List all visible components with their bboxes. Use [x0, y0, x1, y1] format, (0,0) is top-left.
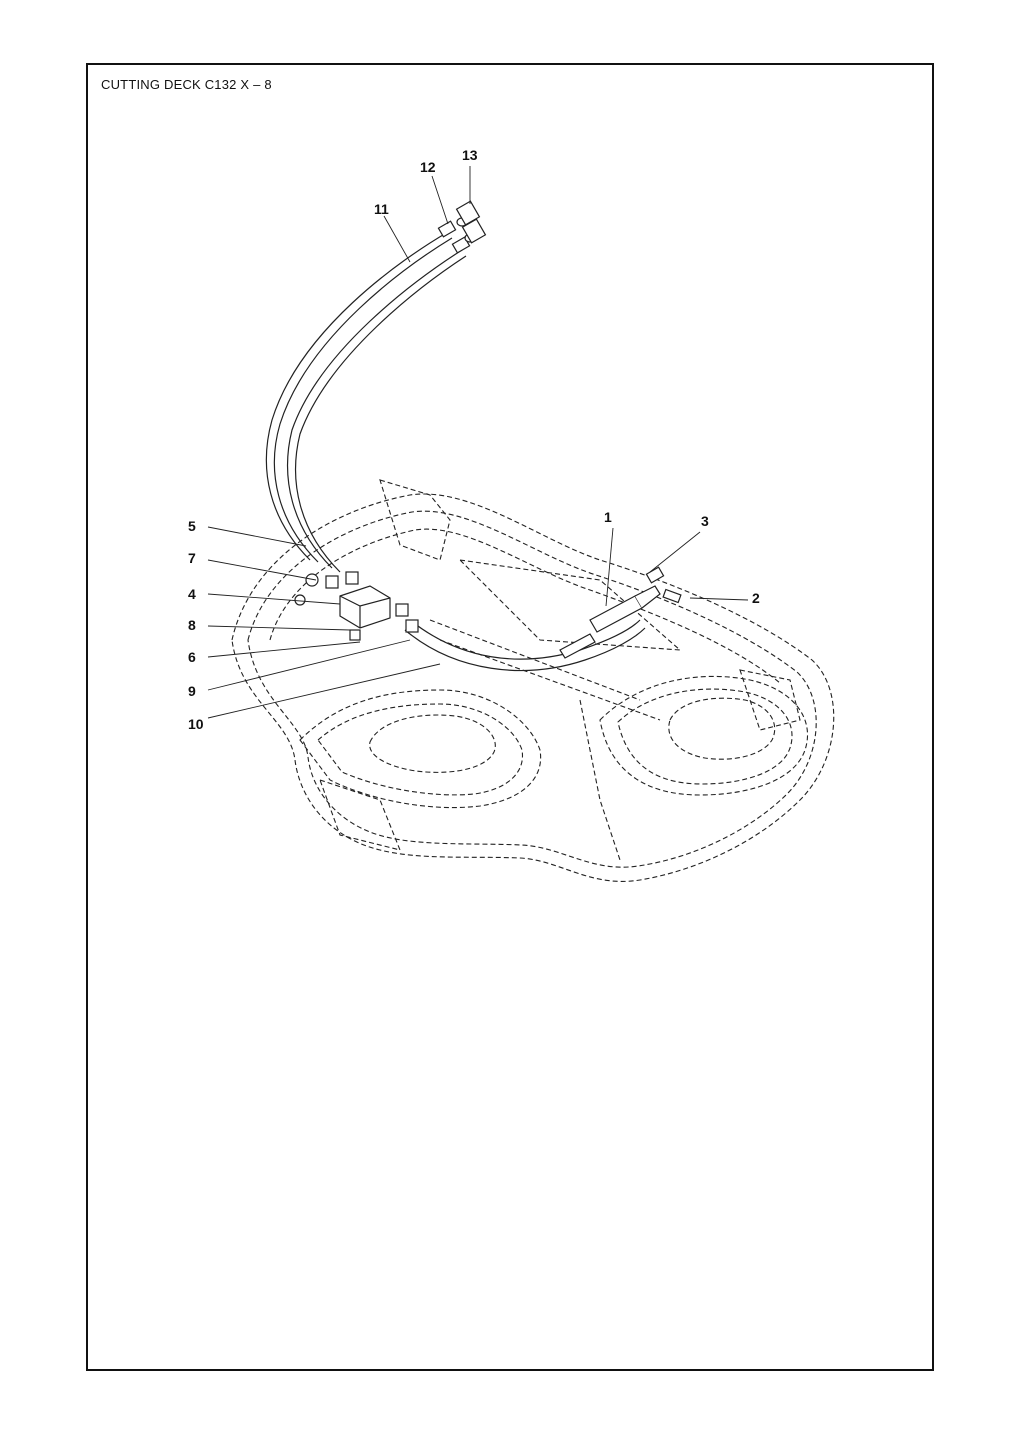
cutting-deck-outline: [231, 479, 835, 882]
callout-12: 12: [420, 159, 436, 175]
callout-13: 13: [462, 147, 478, 163]
hydraulic-hoses: [265, 231, 646, 672]
callout-5: 5: [188, 518, 196, 534]
leader-lines: [207, 166, 749, 719]
callout-10: 10: [188, 716, 204, 732]
drawing-title: CUTTING DECK C132 X – 8: [101, 77, 272, 92]
callout-6: 6: [188, 649, 196, 665]
callout-4: 4: [188, 586, 196, 602]
drawing-frame: [86, 63, 934, 1371]
callout-7: 7: [188, 550, 196, 566]
valve-block: [294, 571, 419, 641]
callout-2: 2: [752, 590, 760, 606]
callout-1: 1: [604, 509, 612, 525]
hose-end-fittings: [437, 200, 487, 254]
callout-11: 11: [374, 201, 389, 217]
hydraulic-cylinder: [559, 566, 682, 659]
callout-8: 8: [188, 617, 196, 633]
callout-9: 9: [188, 683, 196, 699]
callout-3: 3: [701, 513, 709, 529]
